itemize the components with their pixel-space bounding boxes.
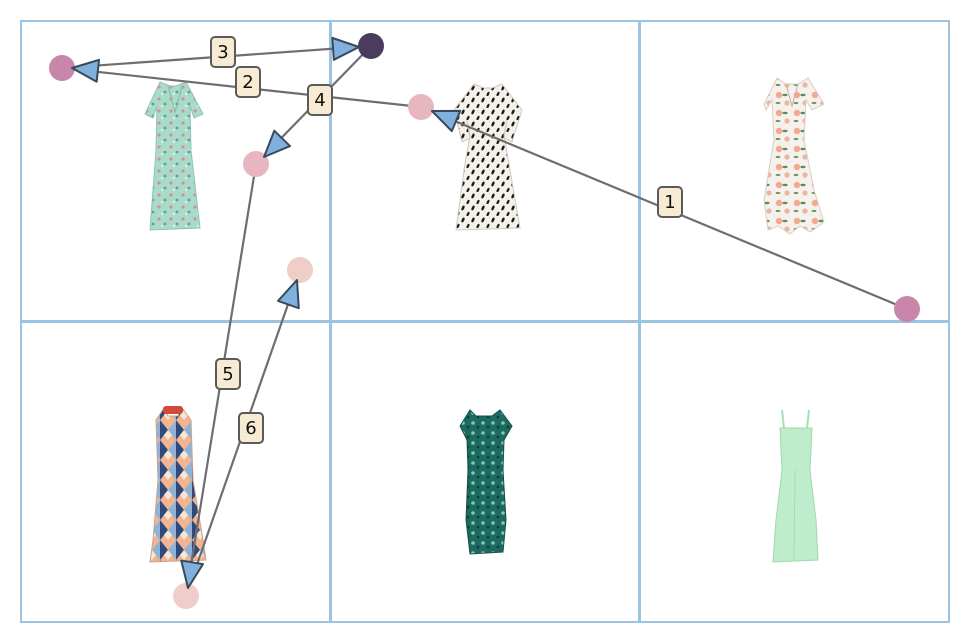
mint-floral-wrap-dress-icon[interactable]	[144, 81, 204, 231]
grid-line-middle	[20, 320, 950, 323]
trajectory-point	[408, 94, 434, 120]
grid-line-top	[20, 20, 950, 22]
mint-slip-dress-icon[interactable]	[772, 409, 819, 563]
grid-line-col1	[329, 20, 332, 623]
trajectory-arrowhead	[277, 279, 300, 310]
step-label-text: 5	[222, 364, 233, 385]
trajectory-point	[173, 583, 199, 609]
black-white-spotted-dress-icon[interactable]	[453, 83, 523, 231]
trajectory-arrowhead	[180, 559, 205, 589]
green-print-sheath-dress-icon[interactable]	[459, 409, 513, 555]
step-label-text: 1	[664, 192, 675, 213]
trajectory-arrowhead	[331, 36, 360, 61]
trajectory-arrowhead	[263, 129, 292, 158]
step-label: 2	[235, 66, 261, 98]
step-label-text: 3	[217, 42, 228, 63]
trajectory-point	[49, 55, 75, 81]
step-label: 5	[215, 358, 241, 390]
trajectory-arrowhead	[431, 109, 462, 133]
step-label-text: 6	[245, 418, 256, 439]
grid-line-col2	[638, 20, 641, 623]
grid-line-bottom	[20, 621, 950, 623]
trajectory-point	[358, 33, 384, 59]
step-label: 4	[307, 84, 333, 116]
step-label-text: 2	[242, 72, 253, 93]
trajectory-arrowhead	[71, 58, 101, 83]
harlequin-print-dress-icon[interactable]	[149, 406, 207, 563]
trajectory-point	[894, 296, 920, 322]
step-label-text: 4	[314, 90, 325, 111]
grid-line-left	[20, 20, 22, 623]
step-label: 1	[657, 186, 683, 218]
trajectory-point	[287, 257, 313, 283]
step-label: 6	[238, 412, 264, 444]
trajectory-point	[243, 151, 269, 177]
step-label: 3	[210, 36, 236, 68]
grid-line-right	[948, 20, 950, 623]
white-floral-midi-dress-icon[interactable]	[763, 77, 825, 235]
